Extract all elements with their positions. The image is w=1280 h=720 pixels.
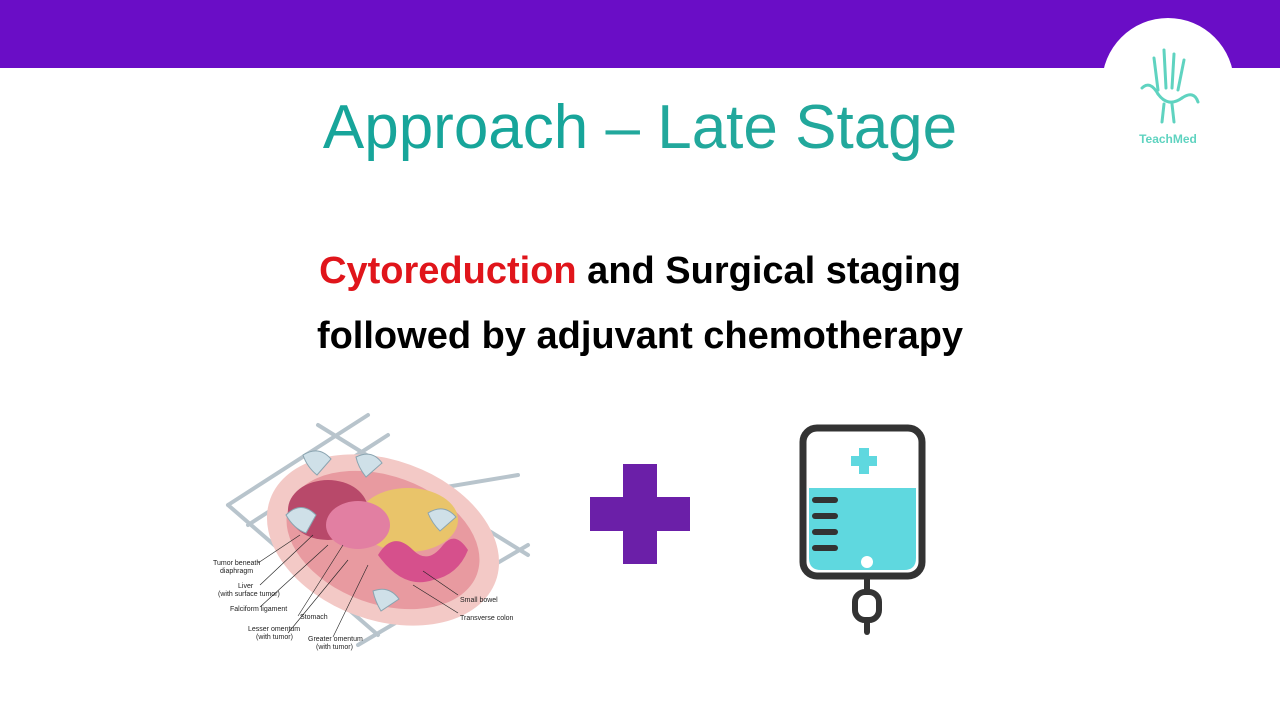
- label-greater-omentum: Greater omentum: [308, 636, 363, 643]
- subtitle-highlight: Cytoreduction: [319, 250, 577, 292]
- title-part-1: Approach: [322, 93, 589, 162]
- logo-text: TeachMed: [1139, 132, 1197, 146]
- slide-title: Approach – Late Stage: [0, 92, 1280, 163]
- label-falciform: Falciform ligament: [230, 606, 287, 613]
- subtitle-line-2: followed by adjuvant chemotherapy: [316, 315, 964, 357]
- skeleton-hand-icon: [1140, 48, 1200, 124]
- title-part-2: – Late Stage: [588, 93, 958, 162]
- label-transverse-colon: Transverse colon: [460, 615, 514, 622]
- iv-bag-icon: [799, 424, 926, 635]
- label-small-bowel: Small bowel: [460, 597, 498, 604]
- label-lesser-omentum-2: (with tumor): [256, 634, 293, 641]
- label-liver-2: (with surface tumor): [218, 591, 280, 598]
- label-tumor: Tumor beneath: [213, 560, 260, 567]
- subtitle-rest: and Surgical staging: [576, 250, 961, 292]
- plus-icon: [590, 464, 690, 564]
- logo-badge: [1102, 18, 1234, 150]
- label-tumor-2: diaphragm: [220, 568, 253, 575]
- label-liver: Liver: [238, 583, 254, 590]
- surgery-illustration: Tumor beneath diaphragm Liver (with surf…: [213, 413, 530, 651]
- top-bar: [0, 0, 1280, 68]
- label-greater-omentum-2: (with tumor): [316, 644, 353, 651]
- subtitle-line-1: Cytoreduction and Surgical staging: [0, 250, 1280, 293]
- label-lesser-omentum: Lesser omentum: [248, 626, 300, 633]
- label-stomach: Stomach: [300, 614, 328, 621]
